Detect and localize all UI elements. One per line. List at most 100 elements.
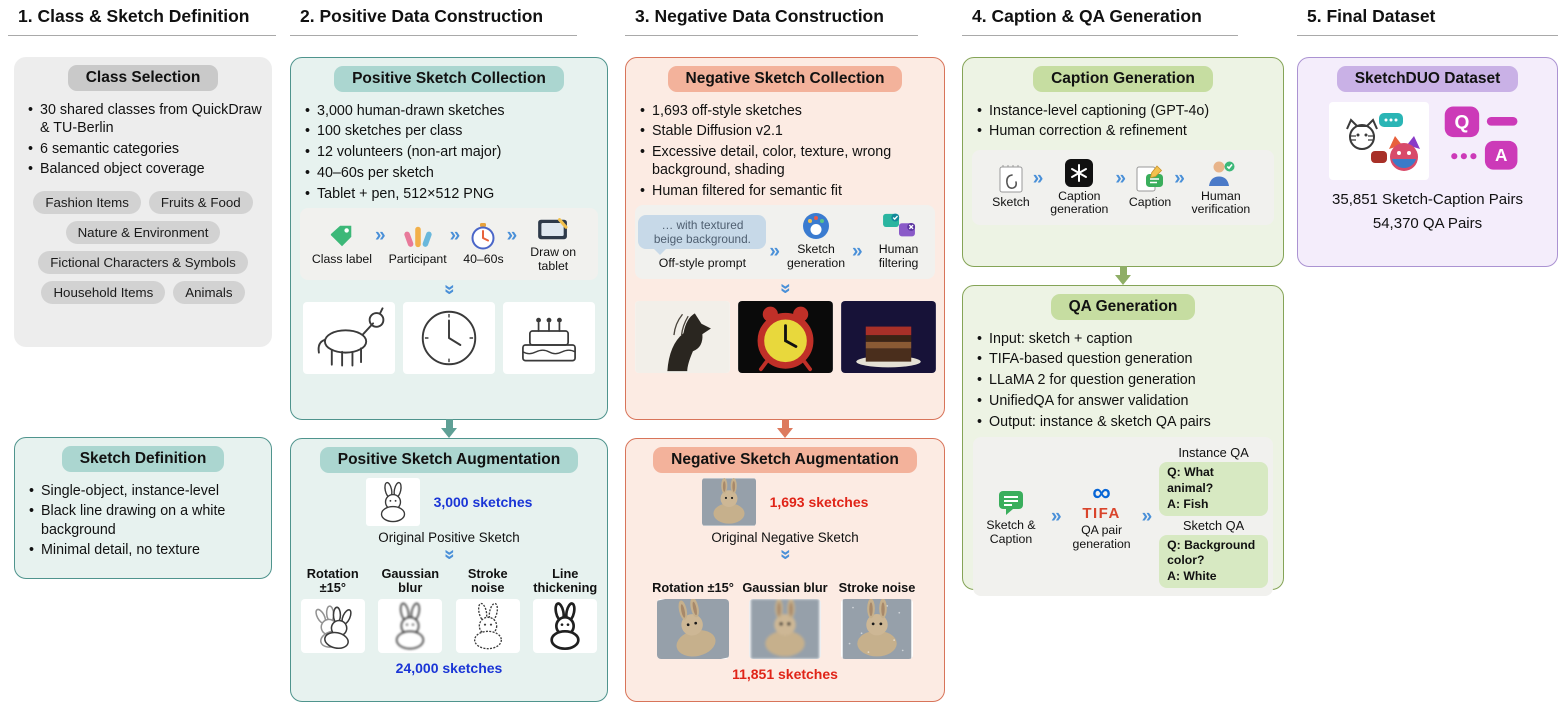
flow-step-tablet: Draw on tablet xyxy=(520,214,586,274)
chevron-right-icon: » xyxy=(374,224,386,246)
collection-process-strip: Class label » Participant » xyxy=(300,207,598,280)
sketch-answer: A: White xyxy=(1167,569,1217,584)
chevron-right-icon: » xyxy=(852,241,863,263)
bullet-item: •12 volunteers (non-art major) xyxy=(305,143,597,161)
chevron-down-icon: » xyxy=(774,549,796,560)
op-stroke-noise: Stroke noise xyxy=(834,566,920,659)
rabbit-rotated-photo-image xyxy=(657,599,729,659)
bullet-dot: • xyxy=(977,102,983,119)
bullet-text: 6 semantic categories xyxy=(40,140,180,157)
positive-collection-bullets: •3,000 human-drawn sketches •100 sketche… xyxy=(291,96,607,203)
final-dataset-box: SketchDUO Dataset xyxy=(1297,57,1558,267)
section-header-final-dataset: 5. Final Dataset xyxy=(1297,4,1558,36)
bullet-text: TIFA-based question generation xyxy=(989,351,1193,368)
bullet-item: • Single-object, instance-level xyxy=(29,482,261,500)
qa-generation-box: QA Generation •Input: sketch + caption •… xyxy=(962,285,1284,597)
flow-step-label: Sketch xyxy=(992,195,1030,210)
caption-process-strip: Sketch » Caption generation » xyxy=(972,149,1274,226)
op-label: Line thickening xyxy=(533,565,598,596)
sketch-question: Q: Background color? xyxy=(1167,537,1256,568)
bullet-item: •40–60s per sketch xyxy=(305,164,597,182)
sketch-caption-cats-image xyxy=(1328,102,1429,180)
qa-process-strip: Sketch & Caption » ∞ TIFA QA pair genera… xyxy=(973,436,1273,597)
op-label: Stroke noise xyxy=(467,565,508,596)
bullet-item: • Human correction & refinement xyxy=(977,122,1273,140)
category-pill-fashion: Fashion Items xyxy=(33,191,141,215)
chevron-right-icon: » xyxy=(449,224,461,246)
flow-step-label: Caption generation xyxy=(1050,188,1109,217)
sketch-definition-title: Sketch Definition xyxy=(61,446,225,472)
op-stroke-noise: Stroke noise xyxy=(452,566,524,653)
chevron-down-icon: » xyxy=(438,549,460,560)
bullet-text: Tablet + pen, 512×512 PNG xyxy=(317,185,495,202)
bullet-dot: • xyxy=(977,123,983,140)
flow-arrow-positive xyxy=(441,419,457,438)
bullet-dot: • xyxy=(28,101,34,118)
bullet-item: •Output: instance & sketch QA pairs xyxy=(977,413,1273,431)
bullet-dot: • xyxy=(640,102,646,119)
bullet-text: Minimal detail, no texture xyxy=(41,542,200,559)
bullet-item: •UnifiedQA for answer validation xyxy=(977,392,1273,410)
timer-icon xyxy=(469,221,497,251)
negative-sketch-samples xyxy=(626,300,944,374)
negative-collection-bullets: •1,693 off-style sketches •Stable Diffus… xyxy=(626,96,944,200)
bullet-item: •100 sketches per class xyxy=(305,122,597,140)
bullet-text: 3,000 human-drawn sketches xyxy=(317,102,505,119)
flow-step-label: Participant xyxy=(388,251,447,266)
bullet-item: •Instance-level captioning (GPT-4o) xyxy=(977,102,1273,120)
bullet-dot: • xyxy=(28,140,34,157)
op-label: Rotation ±15° xyxy=(652,580,734,596)
rabbit-noisy-photo-image xyxy=(841,599,913,659)
positive-augmentation-title: Positive Sketch Augmentation xyxy=(319,447,579,473)
bullet-text: Stable Diffusion v2.1 xyxy=(652,123,783,140)
qa-pairs-stat: 54,370 QA Pairs xyxy=(1372,215,1483,232)
bullet-dot: • xyxy=(29,482,35,499)
flow-step-class-label: Class label xyxy=(312,221,372,267)
flow-step-caption: Caption xyxy=(1129,164,1171,210)
section-header-negative-data: 3. Negative Data Construction xyxy=(625,4,918,36)
bullet-item: •TIFA-based question generation xyxy=(977,350,1273,368)
bullet-dot: • xyxy=(640,123,646,140)
meta-logo-icon: ∞ xyxy=(1092,477,1111,508)
flow-arrow-caption-to-qa xyxy=(1115,266,1131,285)
bullet-dot: • xyxy=(977,330,983,347)
sketch-qa-example: Q: Background color? A: White xyxy=(1159,534,1268,589)
op-label: Gaussian blur xyxy=(381,565,440,596)
bullet-item: • Stable Diffusion v2.1 xyxy=(640,122,934,140)
bullet-text: Single-object, instance-level xyxy=(41,482,220,499)
instance-qa-example: Q: What animal? A: Fish xyxy=(1159,461,1268,516)
qa-icon-q-letter: Q xyxy=(1454,112,1469,133)
bullet-item: •Balanced object coverage xyxy=(28,160,262,178)
positive-sketch-samples xyxy=(291,301,607,374)
bullet-item: •Human filtered for semantic fit xyxy=(640,182,934,200)
category-pill-animals: Animals xyxy=(173,281,245,305)
rabbit-blurred-sketch-image xyxy=(378,599,443,653)
bullet-text: Balanced object coverage xyxy=(40,161,205,178)
rabbit-thick-sketch-image xyxy=(533,599,598,653)
bullet-text: Human correction & refinement xyxy=(989,123,1187,140)
augmentation-input-row: 1,693 sketches xyxy=(626,478,944,526)
realistic-horse-image xyxy=(634,301,730,374)
prompt-speech-bubble: … with textured beige background. xyxy=(638,214,767,256)
positive-sketch-augmentation-box: Positive Sketch Augmentation 3,000 sketc… xyxy=(290,438,608,702)
flow-arrow-negative xyxy=(777,419,793,438)
bullet-text: Output: instance & sketch QA pairs xyxy=(989,413,1211,430)
qa-examples: Instance QA Q: What animal? A: Fish Sket… xyxy=(1159,445,1268,589)
flow-step-human-verification: Human verification xyxy=(1188,158,1254,218)
bullet-item: •Black line drawing on a white backgroun… xyxy=(29,502,261,539)
category-pill-group: Fashion Items Fruits & Food Nature & Env… xyxy=(14,181,272,305)
positive-input-count: 3,000 sketches xyxy=(433,494,533,510)
final-dataset-title: SketchDUO Dataset xyxy=(1336,66,1519,92)
category-pill-household: Household Items xyxy=(41,281,166,305)
negative-collection-title: Negative Sketch Collection xyxy=(667,66,903,92)
class-selection-title: Class Selection xyxy=(67,65,219,91)
negative-output-count: 11,851 sketches xyxy=(732,666,838,682)
negative-augmentation-title: Negative Sketch Augmentation xyxy=(653,447,917,473)
bullet-text: Black line drawing on a white background xyxy=(41,503,226,538)
chevron-right-icon: » xyxy=(769,241,780,263)
bullet-dot: • xyxy=(29,542,35,559)
bullet-text: UnifiedQA for answer validation xyxy=(989,392,1189,409)
negative-sketch-collection-box: Negative Sketch Collection •1,693 off-st… xyxy=(625,57,945,420)
bullet-text: 30 shared classes from QuickDraw & TU-Be… xyxy=(40,101,262,136)
sketch-definition-bullets: •Single-object, instance-level •Black li… xyxy=(15,476,271,560)
